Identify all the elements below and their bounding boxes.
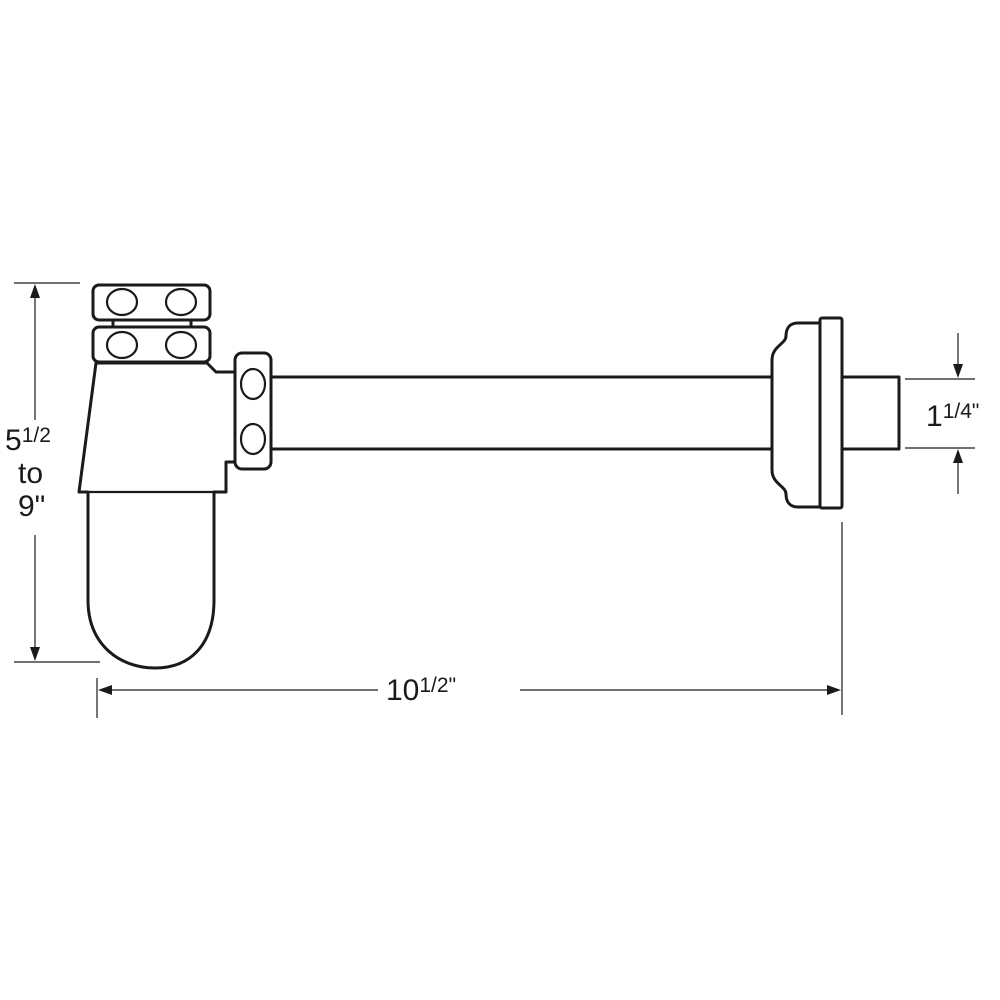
length-fraction: 1/2"	[419, 674, 456, 697]
nut-hole-icon	[239, 422, 267, 456]
arrow-up-icon	[30, 284, 40, 298]
arrow-down-icon	[953, 364, 963, 378]
outlet-nut	[233, 351, 273, 471]
length-whole: 10	[386, 674, 419, 707]
arrow-right-icon	[827, 685, 841, 695]
diameter-label: 11/4"	[926, 400, 979, 433]
bottle-trap	[77, 283, 239, 670]
horizontal-pipe	[264, 375, 780, 451]
flange-escutcheon	[770, 321, 823, 509]
height-whole: 5	[5, 424, 22, 457]
length-label: 101/2"	[386, 674, 456, 707]
nut-hole-icon	[164, 330, 198, 360]
height-dimension: 51/2 to 9"	[5, 282, 100, 663]
height-label-min: 51/2	[5, 424, 51, 457]
nut-hole-icon	[105, 330, 139, 360]
flange-plate	[818, 316, 844, 510]
diameter-fraction: 1/4"	[943, 400, 980, 423]
height-label-max: 9"	[18, 490, 45, 523]
diameter-dimension: 11/4"	[905, 333, 979, 494]
wall-pipe-stub	[840, 375, 901, 451]
wall-flange	[770, 316, 901, 510]
arrow-up-icon	[953, 449, 963, 463]
nut-hole-icon	[105, 287, 139, 317]
nut-hole-icon	[239, 367, 267, 401]
length-dimension: 101/2"	[96, 522, 843, 718]
arrow-left-icon	[98, 685, 112, 695]
height-label-to: to	[18, 457, 43, 490]
height-fraction: 1/2	[22, 424, 51, 447]
nut-hole-icon	[164, 287, 198, 317]
arrow-down-icon	[30, 647, 40, 661]
diameter-whole: 1	[926, 400, 943, 433]
trap-bottle-body	[77, 361, 239, 670]
